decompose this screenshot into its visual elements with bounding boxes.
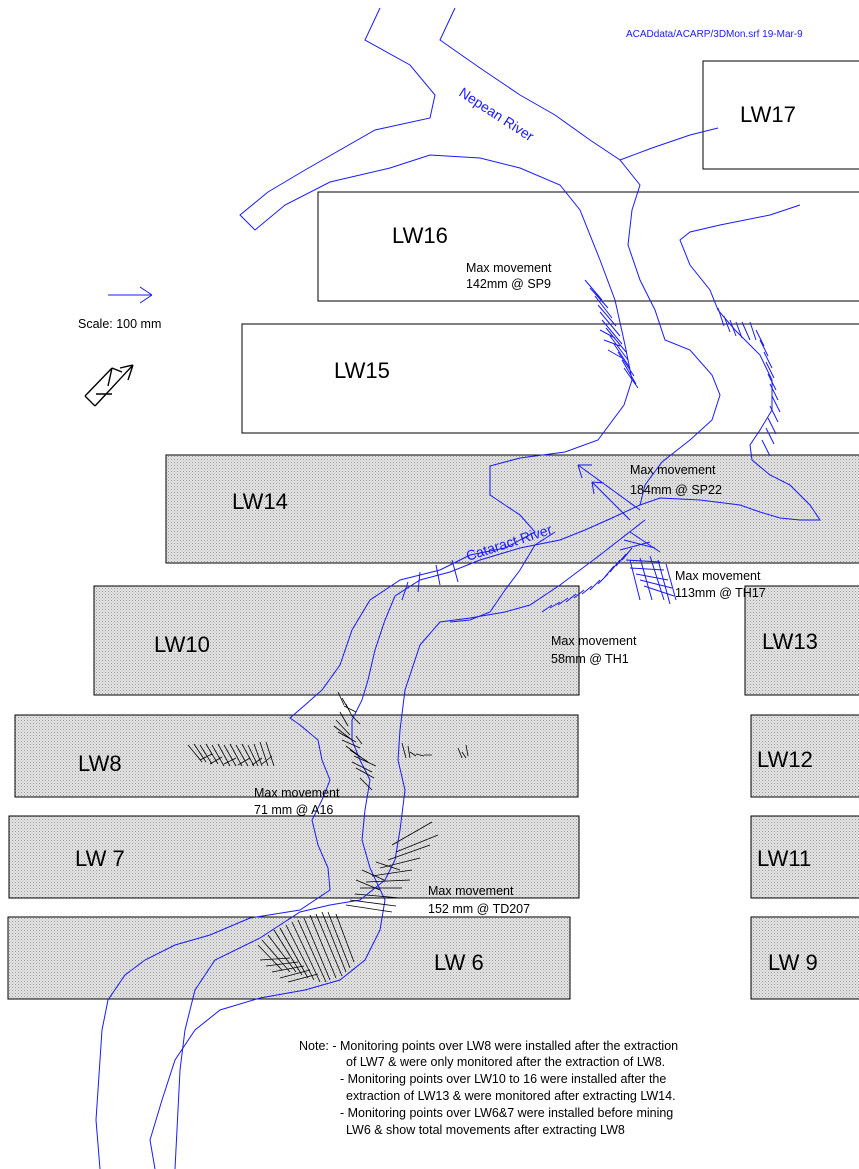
panel-label-lw10: LW10 [154, 632, 210, 657]
panel-lw9: LW 9 [750, 916, 859, 1000]
cataract-river-west-bank [95, 569, 441, 1169]
nepean-river-label: Nepean River [456, 84, 537, 144]
note-line-1: Note: - Monitoring points over LW8 were … [299, 1039, 678, 1053]
vectors-lw7 [345, 821, 439, 913]
cataract-river-inner-bank [174, 519, 646, 1169]
annotation-a16-line2: 71 mm @ A16 [254, 803, 333, 817]
panel-label-lw8: LW8 [78, 751, 122, 776]
header-source: ACADdata/ACARP/3DMon.srf 19-Mar-9 [626, 29, 803, 40]
vectors-lw8-east [401, 742, 469, 759]
annotation-sp22-line2: 184mm @ SP22 [630, 483, 722, 497]
nepean-tributary-north [619, 127, 719, 161]
annotation-sp9-line1: Max movement [466, 261, 552, 275]
movement-vectors-lw14 [401, 464, 675, 601]
annotation-th17-line1: Max movement [675, 569, 761, 583]
vectors-cataract-bend [401, 531, 675, 601]
panel-lw16: LW16 [317, 191, 859, 302]
vectors-east-bank [717, 307, 781, 457]
annotation-th17: Max movement 113mm @ TH17 [675, 569, 766, 600]
note-line-5: - Monitoring points over LW6&7 were inst… [340, 1106, 673, 1120]
panel-label-lw15: LW15 [334, 358, 390, 383]
movement-vectors-lw10 [541, 547, 677, 613]
panel-label-lw12: LW12 [757, 747, 813, 772]
note-block: Note: - Monitoring points over LW8 were … [299, 1039, 678, 1137]
annotation-sp22: Max movement 184mm @ SP22 [630, 463, 722, 497]
north-arrow-icon [84, 364, 134, 407]
panel-lw10: LW10 [93, 585, 580, 696]
panel-label-lw7: LW 7 [75, 846, 125, 871]
panel-lw14: LW14 [165, 454, 859, 564]
movement-vectors-lw6 [257, 911, 355, 983]
panel-label-lw16: LW16 [392, 223, 448, 248]
annotation-sp9-line2: 142mm @ SP9 [466, 277, 551, 291]
cataract-river-east-bank [149, 504, 641, 1169]
panel-label-lw13: LW13 [762, 629, 818, 654]
vectors-th1-th17 [541, 547, 677, 613]
panel-lw7: LW 7 [8, 815, 580, 899]
annotation-sp9: Max movement 142mm @ SP9 [466, 261, 552, 291]
panel-label-lw17: LW17 [740, 102, 796, 127]
movement-vectors-lw8 [187, 691, 469, 791]
panel-lw12: LW12 [750, 714, 859, 798]
panel-lw15: LW15 [241, 323, 859, 434]
panel-label-lw11: LW11 [757, 846, 811, 871]
annotation-sp22-line1: Max movement [630, 463, 716, 477]
nepean-tributary-east [639, 204, 821, 521]
panel-lw13: LW13 [744, 585, 859, 696]
annotation-td207: Max movement 152 mm @ TD207 [428, 884, 530, 916]
panel-label-lw14: LW14 [232, 489, 288, 514]
nepean-river-east-bank [439, 7, 721, 506]
scale-label: Scale: 100 mm [78, 317, 161, 331]
vectors-sp9 [584, 279, 639, 389]
scale-bar: Scale: 100 mm [78, 286, 161, 331]
annotation-th1-line2: 58mm @ TH1 [551, 652, 629, 666]
annotation-a16: Max movement 71 mm @ A16 [254, 786, 340, 817]
note-line-3: - Monitoring points over LW10 to 16 were… [340, 1072, 666, 1086]
nepean-river-west-bank [239, 7, 633, 571]
note-line-2: of LW7 & were only monitored after the e… [346, 1055, 665, 1069]
annotation-th17-line2: 113mm @ TH17 [675, 586, 766, 600]
panel-label-lw9: LW 9 [768, 950, 818, 975]
vectors-lw8-west [187, 741, 275, 767]
panel-lw17: LW17 [702, 60, 859, 170]
vector-sp22 [577, 464, 641, 521]
panel-lw11: LW11 [750, 815, 859, 899]
scale-arrow-icon [108, 286, 153, 304]
movement-vectors-lw16-lw15 [584, 279, 781, 457]
annotation-th1: Max movement 58mm @ TH1 [551, 634, 637, 666]
panel-label-lw6: LW 6 [434, 950, 484, 975]
panel-lw8: LW8 [14, 714, 579, 798]
annotation-td207-line1: Max movement [428, 884, 514, 898]
annotation-a16-line1: Max movement [254, 786, 340, 800]
annotation-th1-line1: Max movement [551, 634, 637, 648]
movement-vectors-lw7 [345, 821, 439, 913]
vectors-lw8-a16 [333, 691, 377, 791]
note-line-4: extraction of LW13 & were monitored afte… [346, 1089, 676, 1103]
annotation-td207-line2: 152 mm @ TD207 [428, 902, 530, 916]
cataract-river-channel [449, 531, 556, 623]
note-line-6: LW6 & show total movements after extract… [346, 1123, 625, 1137]
vectors-lw6 [257, 911, 355, 983]
